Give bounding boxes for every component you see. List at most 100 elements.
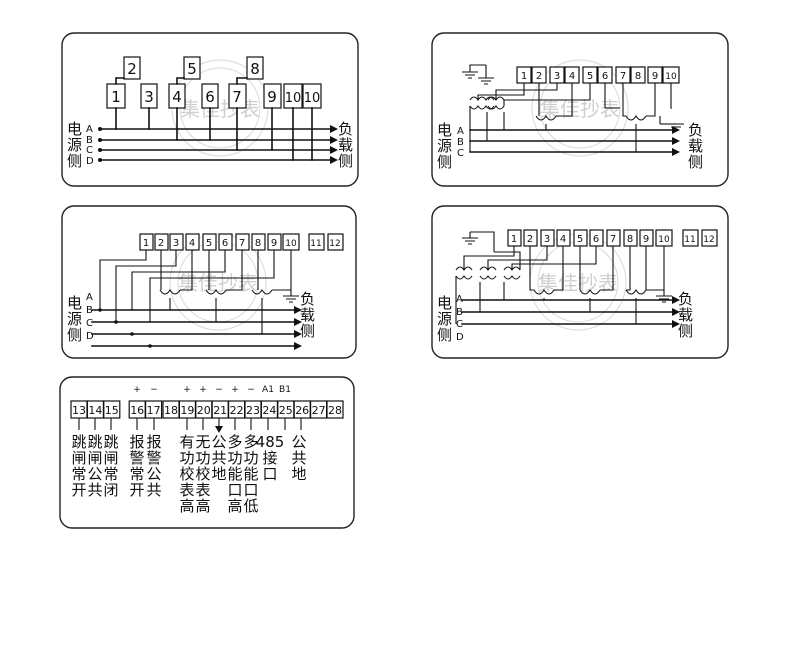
load-side-char: 负 (300, 290, 315, 308)
terminal-label: 10 (665, 72, 677, 82)
function-char: 共 (87, 481, 102, 499)
source-side-char: 源 (437, 310, 452, 328)
function-char: 校 (179, 465, 194, 483)
terminal-label: 5 (587, 71, 593, 82)
polarity-marker: A1 (262, 385, 274, 395)
terminal-label: 2 (536, 71, 542, 82)
polarity-marker: − (247, 385, 255, 395)
polarity-marker: B1 (279, 385, 291, 395)
function-char: 共 (146, 481, 161, 499)
diagram-4-wiring (455, 231, 680, 328)
function-calibration-common-ground: 公共地 (211, 433, 226, 483)
diagram-2-load-label: 负 载 侧 (688, 121, 703, 171)
source-side-char: 电 (437, 121, 452, 139)
terminal-label: 27 (312, 404, 326, 417)
terminal-label: 28 (328, 404, 342, 417)
diagram-1-three-phase-four-wire-direct: 集佳抄表 1 2 3 4 5 6 7 8 9 10 10 (61, 32, 359, 187)
terminal-label: 22 (230, 404, 244, 417)
load-side-char: 侧 (678, 322, 693, 340)
function-char: 闭 (103, 481, 118, 499)
function-char: 报 (129, 433, 144, 451)
function-char: 地 (211, 465, 226, 483)
terminal-label: 11 (684, 235, 695, 245)
function-char: 功 (227, 449, 242, 467)
diagram-3-three-phase-four-wire-ct: 集佳抄表 1 2 3 4 5 6 7 8 9 10 11 12 (61, 205, 357, 359)
function-char: 报 (146, 433, 161, 451)
terminal-label: 13 (72, 404, 86, 417)
terminal-label: 8 (635, 71, 641, 82)
load-side-char: 侧 (300, 322, 315, 340)
function-char: 多 (243, 433, 258, 451)
function-char: 表 (179, 481, 194, 499)
source-side-char: 电 (67, 294, 82, 312)
terminal-label: 1 (143, 238, 149, 249)
terminal-label: 19 (180, 404, 194, 417)
terminal-label: 5 (187, 60, 197, 78)
function-char: 跳 (87, 433, 102, 451)
source-side-char: 源 (437, 137, 452, 155)
terminal-label: 12 (703, 235, 714, 245)
function-char: 警 (146, 449, 161, 467)
terminal-label: 2 (127, 60, 137, 78)
source-side-char: 电 (67, 120, 82, 138)
terminal-label: 4 (189, 238, 195, 249)
diagram-2-watermark: 集佳抄表 (531, 59, 629, 157)
terminal-label: 20 (197, 404, 211, 417)
function-char: 能 (243, 465, 258, 483)
function-char: 常 (129, 465, 144, 483)
source-side-char: 源 (67, 136, 82, 154)
aux-terminal-leads (78, 418, 302, 433)
aux-polarity-markers: + − + + − + − A1 B1 (133, 385, 291, 395)
phase-label: A (86, 124, 93, 135)
terminal-box (183, 56, 201, 80)
diagram-4-load-label: 负 载 侧 (678, 290, 693, 340)
function-char: 常 (71, 465, 86, 483)
terminal-label: 3 (173, 238, 179, 249)
load-side-char: 侧 (688, 153, 703, 171)
load-side-char: 负 (688, 121, 703, 139)
terminal-label: 6 (602, 71, 608, 82)
diagram-2-phase-labels: A B C (457, 126, 464, 159)
function-char: 口 (227, 481, 242, 499)
function-char: 功 (195, 449, 210, 467)
diagram-1-phase-labels: A B C D (86, 124, 94, 167)
phase-label: D (86, 331, 94, 342)
terminal-label: 4 (569, 71, 575, 82)
phase-label: D (86, 156, 94, 167)
function-char: 公 (211, 433, 226, 451)
terminal-label: 15 (105, 404, 119, 417)
load-side-char: 载 (678, 306, 693, 324)
function-char: 低 (243, 497, 258, 515)
terminal-label: 7 (239, 238, 245, 249)
terminal-box (246, 56, 264, 80)
function-char: 公 (87, 465, 102, 483)
watermark-text: 集佳抄表 (540, 97, 620, 121)
terminal-label: 8 (250, 60, 260, 78)
terminal-label: 4 (172, 88, 182, 106)
phase-label: B (457, 137, 464, 148)
source-side-char: 侧 (437, 153, 452, 171)
terminal-label: 14 (88, 404, 102, 417)
terminal-box (327, 233, 344, 251)
diagram-3-phase-labels: A B C D (86, 292, 94, 342)
function-char: 闸 (71, 449, 86, 467)
diagram-4-source-label: 电 源 侧 (437, 294, 452, 344)
terminal-label: 6 (205, 88, 215, 106)
diagram-1-terminal-labels: 1 2 3 4 5 6 7 8 9 10 10 (111, 60, 320, 106)
diagram-1-source-label: 电 源 侧 (67, 120, 82, 170)
aux-function-labels: 跳闸常开跳闸公共跳闸常闭报警常开报警公共有功校表高无功校表高公共地多功能口高多功… (71, 433, 306, 515)
diagram-3-wiring (91, 250, 302, 350)
terminal-label: 2 (158, 238, 164, 249)
polarity-marker: + (183, 385, 191, 395)
phase-label: A (457, 126, 464, 137)
terminal-label: 16 (130, 404, 144, 417)
function-char: 共 (211, 449, 226, 467)
terminal-box (682, 229, 699, 247)
terminal-label: 12 (329, 239, 340, 249)
